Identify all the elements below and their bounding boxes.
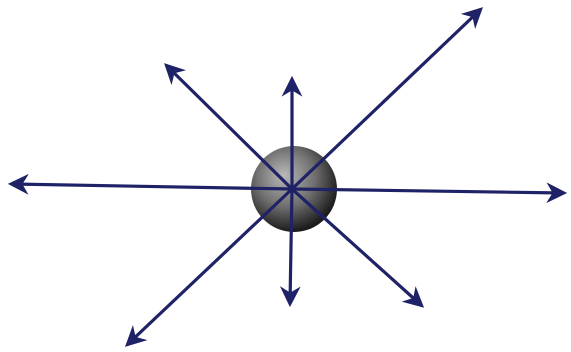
arrow-down-right — [292, 189, 421, 305]
arrow-up-right — [292, 10, 480, 189]
arrow-down — [290, 189, 292, 303]
arrow-left — [12, 184, 292, 189]
arrow-up-left — [167, 66, 292, 189]
arrow-down-left — [128, 189, 292, 344]
